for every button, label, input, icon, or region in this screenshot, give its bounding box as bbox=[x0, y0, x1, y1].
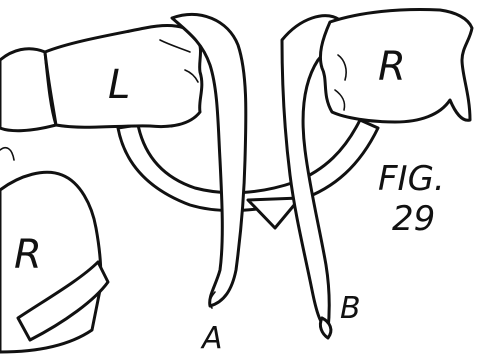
right-hand: R bbox=[320, 10, 472, 123]
figure-caption-line1: FIG. bbox=[378, 159, 445, 199]
left-hand-label: L bbox=[108, 62, 130, 108]
collar-loop bbox=[118, 120, 378, 228]
left-hand: L bbox=[45, 26, 202, 128]
body-right-label: R bbox=[14, 232, 42, 278]
end-b-label: B bbox=[340, 291, 361, 326]
right-hand-label: R bbox=[378, 44, 406, 90]
figure-caption-line2: 29 bbox=[392, 199, 435, 239]
end-a-label: A bbox=[200, 321, 223, 355]
